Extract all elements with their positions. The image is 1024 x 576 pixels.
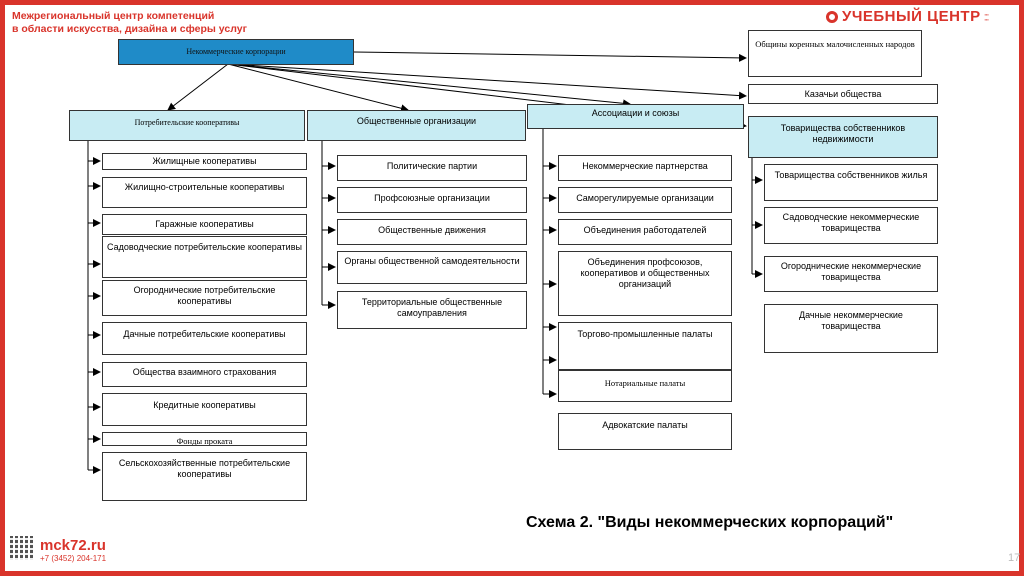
consumer-item-credit: Кредитные кооперативы — [102, 393, 307, 426]
public-item-self-activity-bodies: Органы общественной самодеятельности — [337, 251, 527, 284]
category-consumer-cooperatives: Потребительские кооперативы — [69, 110, 305, 141]
assoc-item-nonprofit-partnerships: Некоммерческие партнерства — [558, 155, 732, 181]
consumer-item-vegetable: Огороднические потребительские кооперати… — [102, 280, 307, 316]
public-item-territorial-self-government: Территориальные общественные самоуправле… — [337, 291, 527, 329]
consumer-item-housing: Жилищные кооперативы — [102, 153, 307, 170]
consumer-item-gardening: Садоводческие потребительские кооператив… — [102, 236, 307, 278]
assoc-item-unions-cooperatives: Объединения профсоюзов, кооперативов и о… — [558, 251, 732, 316]
consumer-item-agricultural: Сельскохозяйственные потребительские коо… — [102, 452, 307, 501]
brand-logo: УЧЕБНЫЙ ЦЕНТР ▪▪▪▪▪▪ — [826, 8, 1007, 25]
consumer-item-housing-construction: Жилищно-строительные кооперативы — [102, 177, 307, 208]
brand-tagline-graphic: ▪▪▪▪▪▪ — [984, 11, 989, 22]
phone-number: +7 (3452) 204-171 — [40, 554, 107, 563]
node-nonprofit-corporations: Некоммерческие корпорации — [118, 39, 354, 65]
assoc-item-notary-chambers: Нотариальные палаты — [558, 370, 732, 402]
assoc-item-bar-chambers: Адвокатские палаты — [558, 413, 732, 450]
owners-item-housing-owners: Товарищества собственников жилья — [764, 164, 938, 201]
public-item-trade-unions: Профсоюзные организации — [337, 187, 527, 213]
header-line-1: Межрегиональный центр компетенций — [12, 10, 215, 22]
category-property-owners-partnerships: Товарищества собственников недвижимости — [748, 116, 938, 158]
organization-header: Межрегиональный центр компетенций в обла… — [12, 10, 247, 36]
diagram-caption: Схема 2. "Виды некоммерческих корпораций… — [526, 514, 894, 531]
circle-logo-icon — [826, 10, 838, 23]
category-public-organizations: Общественные организации — [307, 110, 526, 141]
owners-item-vegetable: Огороднические некоммерческие товарищест… — [764, 256, 938, 292]
header-line-2: в области искусства, дизайна и сферы усл… — [12, 23, 247, 35]
qr-code-icon — [10, 536, 34, 560]
website-link[interactable]: mck72.ru — [40, 537, 106, 554]
node-indigenous-communities: Общины коренных малочисленных народов — [748, 30, 922, 77]
public-item-political-parties: Политические партии — [337, 155, 527, 181]
owners-item-dacha: Дачные некоммерческие товарищества — [764, 304, 938, 353]
owners-item-gardening: Садоводческие некоммерческие товариществ… — [764, 207, 938, 244]
node-cossack-societies: Казачьи общества — [748, 84, 938, 104]
consumer-item-garage: Гаражные кооперативы — [102, 214, 307, 235]
public-item-movements: Общественные движения — [337, 219, 527, 245]
consumer-item-rental-funds: Фонды проката — [102, 432, 307, 446]
page-number: 17 — [1008, 552, 1021, 564]
category-associations-unions: Ассоциации и союзы — [527, 104, 744, 129]
assoc-item-chambers-commerce: Торгово-промышленные палаты — [558, 322, 732, 370]
brand-name: УЧЕБНЫЙ ЦЕНТР — [842, 8, 981, 25]
consumer-item-mutual-insurance: Общества взаимного страхования — [102, 362, 307, 387]
consumer-item-dacha: Дачные потребительские кооперативы — [102, 322, 307, 355]
assoc-item-employers: Объединения работодателей — [558, 219, 732, 245]
assoc-item-self-regulatory: Саморегулируемые организации — [558, 187, 732, 213]
